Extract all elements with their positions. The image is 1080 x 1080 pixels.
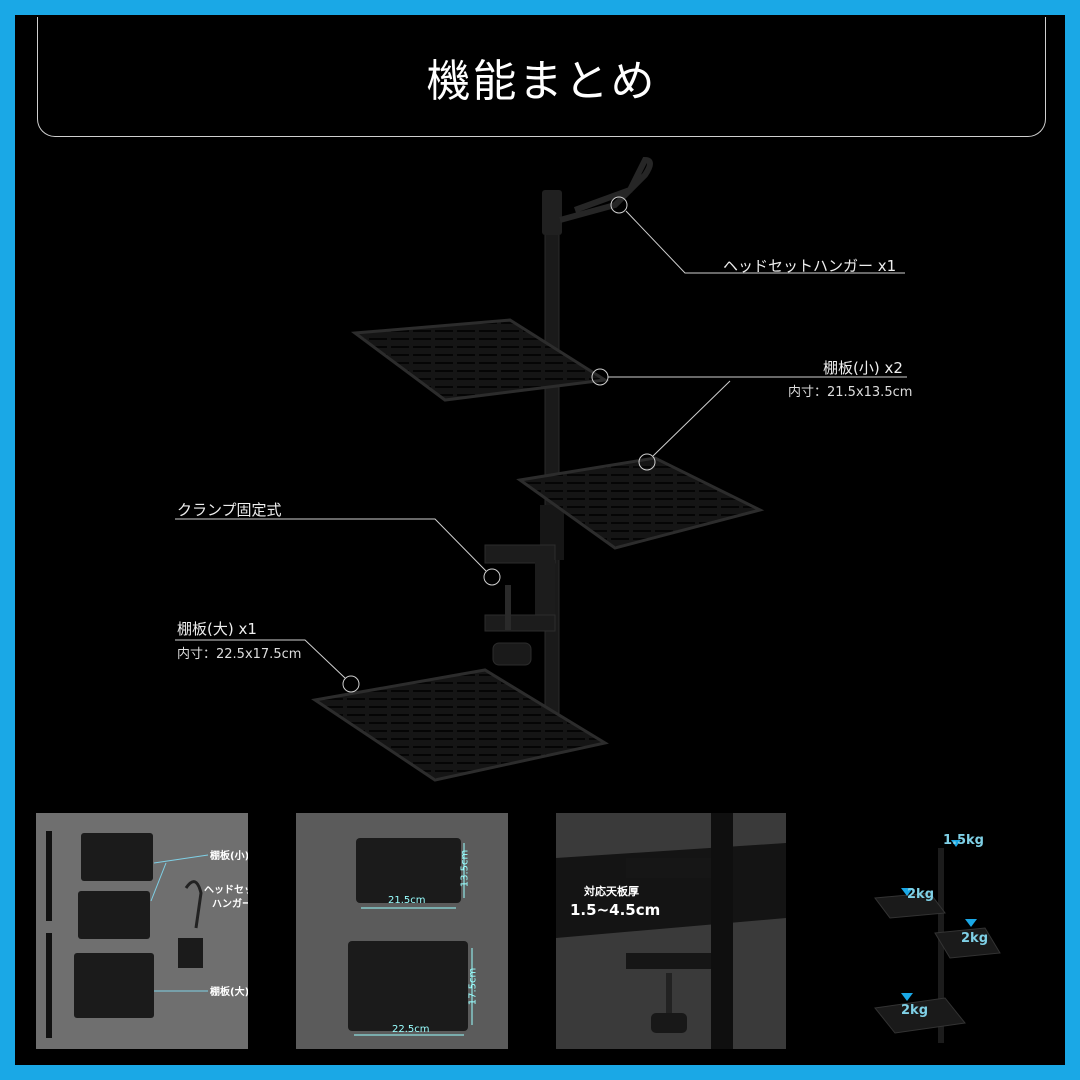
thumb-small-shelf-label: 棚板(小): [210, 851, 248, 862]
shelf1-load: 2kg: [907, 887, 934, 902]
large-shelf-dimensions: 内寸：22.5x17.5cm: [177, 647, 302, 662]
clamp-knob: [492, 642, 532, 666]
product-canvas: 機能まとめ: [15, 15, 1065, 1065]
thumbnail-load-capacity: 1.5kg 2kg 2kg 2kg: [835, 813, 1047, 1049]
thumbnail-dimensions: 21.5cm 13.5cm 22.5cm 17.5cm: [296, 813, 508, 1049]
hanger-load: 1.5kg: [943, 833, 984, 848]
large-shelf-label: 棚板(大) x1: [177, 620, 257, 638]
large-shelf: [311, 668, 609, 782]
small-shelf-2: [516, 456, 765, 550]
callout-marker-headset: [610, 196, 628, 214]
small-shelf-1: [350, 318, 610, 402]
small-shelf-dimensions: 内寸：21.5x13.5cm: [788, 385, 913, 400]
pole-cap: [542, 190, 562, 235]
shelf3-load: 2kg: [901, 1003, 928, 1018]
shelf-stand-illustration: [175, 156, 907, 782]
shelf2-load: 2kg: [961, 931, 988, 946]
clamp-label: クランプ固定式: [177, 501, 282, 519]
thumb-hanger-label-1: ヘッドセット: [204, 885, 248, 896]
headset-hanger-label: ヘッドセットハンガー x1: [723, 257, 897, 275]
callout-marker-clamp: [483, 568, 501, 586]
callout-marker-small-shelf-2: [638, 453, 656, 471]
desk-thickness-range: 1.5~4.5cm: [570, 901, 661, 919]
dimensions-illustration: [348, 838, 473, 1036]
callout-marker-large-shelf: [342, 675, 360, 693]
small-shelf-label: 棚板(小) x2: [823, 359, 903, 377]
thumb-large-shelf-label: 棚板(大): [210, 987, 248, 998]
desk-thickness-label: 対応天板厚: [584, 885, 639, 898]
clamp-closeup-illustration: [556, 813, 786, 1049]
large-height-dim: 17.5cm: [467, 967, 479, 1006]
small-height-dim: 13.5cm: [459, 849, 471, 888]
load-capacity-illustration: [874, 840, 1001, 1043]
title-box: 機能まとめ: [37, 17, 1046, 137]
parts-illustration: [46, 831, 209, 1038]
page-title: 機能まとめ: [426, 55, 657, 107]
small-width-dim: 21.5cm: [388, 895, 426, 906]
headset-hanger: [559, 156, 653, 223]
large-width-dim: 22.5cm: [392, 1024, 430, 1035]
thumbnail-desk-thickness: 対応天板厚 1.5~4.5cm: [556, 813, 786, 1049]
thumb-hanger-label-2: ハンガー: [212, 899, 248, 910]
thumbnail-parts: 棚板(小) ヘッドセット ハンガー 棚板(大): [36, 813, 248, 1049]
